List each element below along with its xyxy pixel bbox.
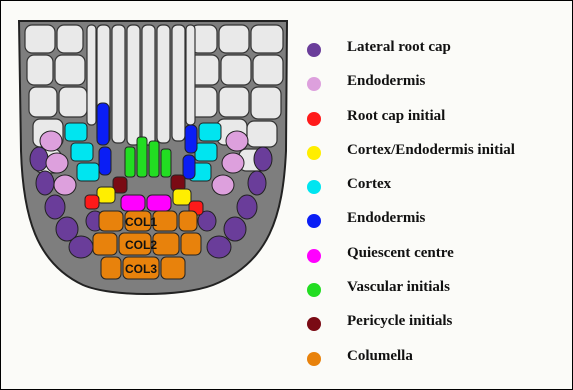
col1-label: COL1: [125, 215, 157, 229]
legend-item-columella: Columella: [307, 346, 569, 380]
legend-swatch: [307, 43, 321, 57]
legend-item-endodermis-inner: Endodermis: [307, 208, 569, 242]
legend-swatch: [307, 214, 321, 228]
legend-label: Pericycle initials: [347, 313, 452, 330]
legend-item-root-cap-initial: Root cap initial: [307, 106, 569, 140]
legend-swatch: [307, 249, 321, 263]
legend-label: Root cap initial: [347, 108, 445, 125]
legend-label: Quiescent centre: [347, 245, 454, 262]
legend-item-lateral-root-cap: Lateral root cap: [307, 37, 569, 71]
legend-item-endodermis-outer: Endodermis: [307, 71, 569, 105]
legend-swatch: [307, 352, 321, 366]
legend-swatch: [307, 317, 321, 331]
legend-label: Cortex/Endodermis initial: [347, 142, 515, 159]
legend-item-cortex: Cortex: [307, 174, 569, 208]
legend-swatch: [307, 180, 321, 194]
legend-swatch: [307, 283, 321, 297]
legend-item-pericycle-initials: Pericycle initials: [307, 311, 569, 345]
legend-item-cortex-endodermis-initial: Cortex/Endodermis initial: [307, 140, 569, 174]
legend-swatch: [307, 77, 321, 91]
legend-label: Lateral root cap: [347, 39, 451, 56]
legend-label: Endodermis: [347, 73, 425, 90]
legend-item-vascular-initials: Vascular initials: [307, 277, 569, 311]
legend-label: Cortex: [347, 176, 391, 193]
legend: Lateral root cap Endodermis Root cap ini…: [307, 37, 569, 380]
col3-label: COL3: [125, 262, 157, 276]
legend-label: Endodermis: [347, 210, 425, 227]
legend-swatch: [307, 112, 321, 126]
col2-label: COL2: [125, 238, 157, 252]
legend-swatch: [307, 146, 321, 160]
legend-label: Vascular initials: [347, 279, 450, 296]
legend-label: Columella: [347, 348, 413, 365]
legend-item-quiescent-centre: Quiescent centre: [307, 243, 569, 277]
root-tip-illustration: COL1 COL2 COL3: [1, 1, 301, 389]
